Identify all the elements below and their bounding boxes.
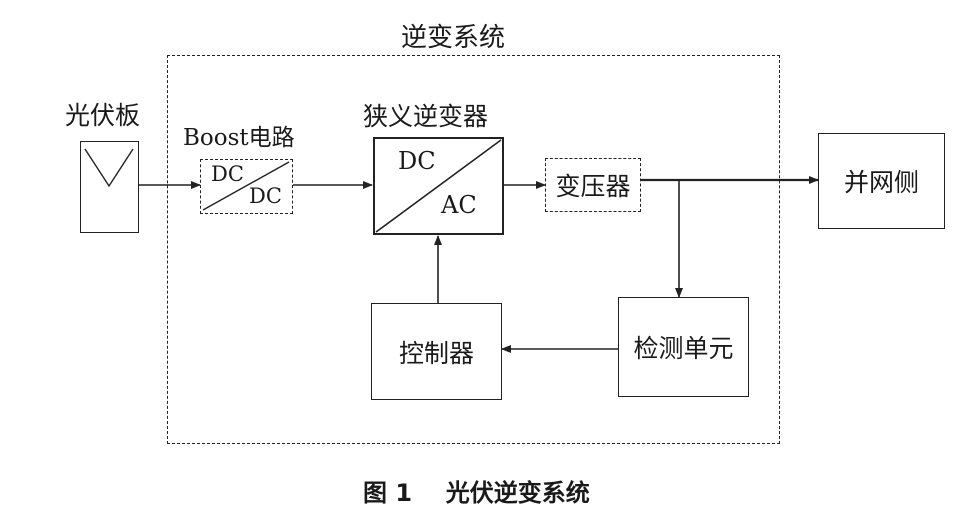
pv-panel-label: 光伏板 [65,101,141,130]
figure-caption: 图 1 光伏逆变系统 [363,473,590,508]
detection-unit: 检测单元 [618,297,749,397]
boost-diagonal [202,161,290,211]
caption-text: 光伏逆变系统 [445,479,590,507]
grid-label: 并网侧 [843,168,919,197]
boost-label: Boost电路 [183,125,295,151]
grid-side: 并网侧 [818,133,945,229]
boost-output-text: DC [249,184,282,208]
system-title: 逆变系统 [401,23,506,53]
controller: 控制器 [371,303,502,400]
caption-number: 图 1 [363,479,413,507]
inverter-output-text: AC [441,191,477,219]
boost-converter: DC DC [200,159,293,214]
dc-ac-inverter: DC AC [373,137,504,235]
inverter-system-boundary [167,55,780,444]
inverter-label: 狭义逆变器 [363,102,489,131]
inverter-diagonal [375,139,502,233]
controller-label: 控制器 [398,338,474,368]
inverter-input-text: DC [398,147,436,175]
pv-panel-icon [84,148,134,188]
detector-label: 检测单元 [633,334,734,363]
boost-input-text: DC [211,162,244,186]
pv-panel [80,141,139,233]
transformer: 变压器 [545,158,641,212]
transformer-label: 变压器 [555,172,631,201]
